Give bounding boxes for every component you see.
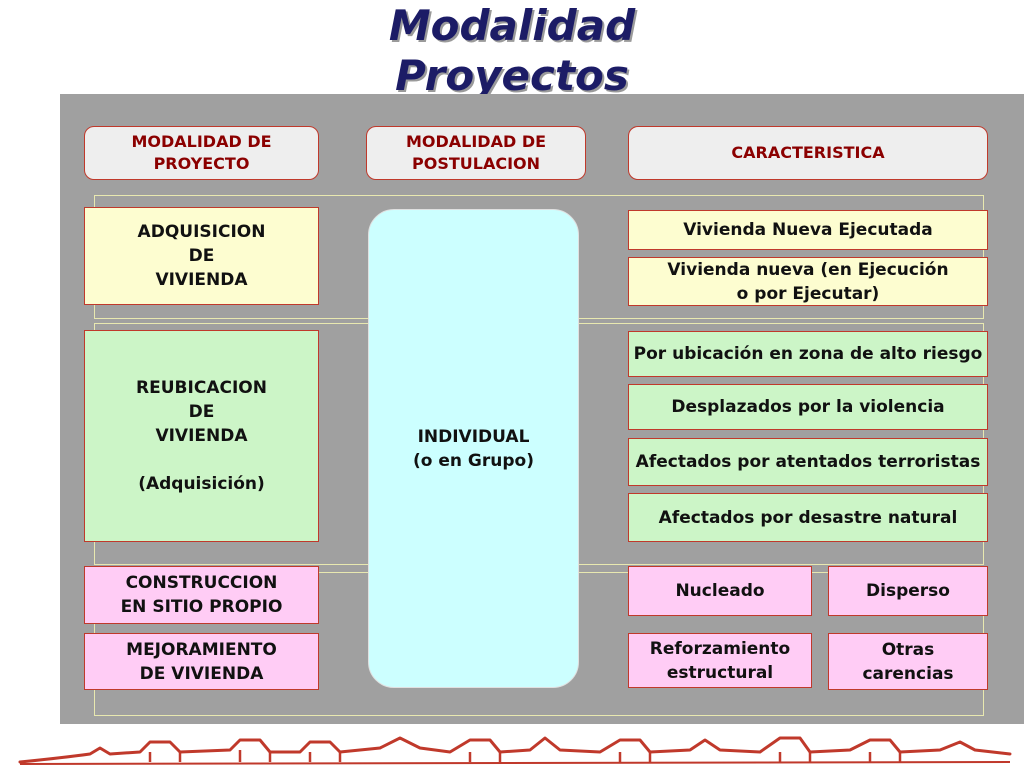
title-line-1: Modalidad xyxy=(388,1,636,50)
char-vivienda-nueva-ejecucion: Vivienda nueva (en Ejecución o por Ejecu… xyxy=(628,257,988,306)
postulacion-individual: INDIVIDUAL (o en Grupo) xyxy=(368,209,579,688)
header-modalidad-proyecto: MODALIDAD DE PROYECTO xyxy=(84,126,319,180)
header-caracteristica: CARACTERISTICA xyxy=(628,126,988,180)
char-desplazados: Desplazados por la violencia xyxy=(628,384,988,430)
project-construccion: CONSTRUCCION EN SITIO PROPIO xyxy=(84,566,319,624)
char-alto-riesgo: Por ubicación en zona de alto riesgo xyxy=(628,331,988,377)
project-mejoramiento: MEJORAMIENTO DE VIVIENDA xyxy=(84,633,319,690)
char-otras-carencias: Otras carencias xyxy=(828,633,988,690)
char-disperso: Disperso xyxy=(828,566,988,616)
project-adquisicion: ADQUISICION DE VIVIENDA xyxy=(84,207,319,305)
project-reubicacion: REUBICACION DE VIVIENDA (Adquisición) xyxy=(84,330,319,542)
char-vivienda-nueva-ejecutada: Vivienda Nueva Ejecutada xyxy=(628,210,988,250)
char-nucleado: Nucleado xyxy=(628,566,812,616)
postulacion-individual-line2: (o en Grupo) xyxy=(413,450,534,471)
char-atentados: Afectados por atentados terroristas xyxy=(628,438,988,486)
title-line-2: Proyectos xyxy=(395,51,629,100)
char-desastre: Afectados por desastre natural xyxy=(628,493,988,542)
house-skyline-decoration xyxy=(18,736,1012,765)
header-modalidad-postulacion: MODALIDAD DE POSTULACION xyxy=(366,126,586,180)
postulacion-individual-line1: INDIVIDUAL xyxy=(417,426,530,447)
char-reforzamiento: Reforzamiento estructural xyxy=(628,633,812,688)
